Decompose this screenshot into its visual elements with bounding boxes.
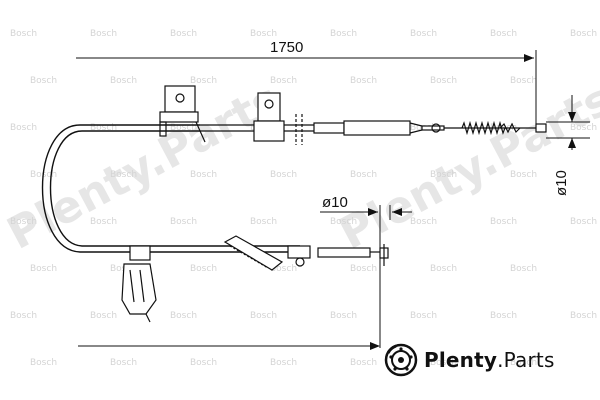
watermark-bosch-48: Bosch (250, 311, 277, 321)
watermark-bosch-22: Bosch (570, 123, 597, 133)
brake-disc-icon (384, 343, 418, 377)
watermark-bosch-38: Bosch (30, 264, 57, 274)
watermark-bosch-17: Bosch (170, 123, 197, 133)
watermark-bosch-9: Bosch (110, 76, 137, 86)
watermark-bosch-30: Bosch (10, 217, 37, 227)
length-label: 1750 (270, 39, 303, 56)
watermark-bosch-57: Bosch (350, 358, 377, 368)
watermark-bosch-31: Bosch (90, 217, 117, 227)
watermark-bosch-2: Bosch (170, 29, 197, 39)
watermark-bosch-55: Bosch (190, 358, 217, 368)
watermark-bosch-25: Bosch (190, 170, 217, 180)
fitting-diameter-dimension (320, 205, 412, 348)
watermark-bosch-41: Bosch (270, 264, 297, 274)
watermark-bosch-50: Bosch (410, 311, 437, 321)
watermark-bosch-58: Bosch (430, 358, 457, 368)
end-diameter-label: ø10 (553, 170, 570, 196)
watermark-bosch-46: Bosch (90, 311, 117, 321)
watermark-bosch-51: Bosch (490, 311, 517, 321)
brand-name: Plenty.Parts (424, 348, 555, 372)
watermark-bosch-52: Bosch (570, 311, 597, 321)
watermark-large: Plenty.Parts Plenty.Parts (0, 74, 600, 260)
watermark-bosch-36: Bosch (490, 217, 517, 227)
watermark-bosch-40: Bosch (190, 264, 217, 274)
watermark-bosch-16: Bosch (90, 123, 117, 133)
watermark-bosch-32: Bosch (170, 217, 197, 227)
fitting-diameter-label: ø10 (322, 194, 348, 211)
watermark-bosch-53: Bosch (30, 358, 57, 368)
length-dimension (76, 50, 537, 125)
watermark-bosch-42: Bosch (350, 264, 377, 274)
watermark-bosch-14: Bosch (510, 76, 537, 86)
watermark-bosch-34: Bosch (330, 217, 357, 227)
watermark-bosch-0: Bosch (10, 29, 37, 39)
watermark-bosch-13: Bosch (430, 76, 457, 86)
watermark-bosch-47: Bosch (170, 311, 197, 321)
brand-name-regular: .Parts (497, 348, 555, 372)
watermark-large-left: Plenty.Parts (0, 74, 289, 260)
watermark-bosch-4: Bosch (330, 29, 357, 39)
watermark-bosch-49: Bosch (330, 311, 357, 321)
watermark-bosch-15: Bosch (10, 123, 37, 133)
watermark-bosch-33: Bosch (250, 217, 277, 227)
brand-name-bold: Plenty (424, 348, 498, 372)
watermark-bosch-11: Bosch (270, 76, 297, 86)
watermark-bosch-54: Bosch (110, 358, 137, 368)
watermark-bosch-56: Bosch (270, 358, 297, 368)
watermark-bosch-43: Bosch (430, 264, 457, 274)
watermark-bosch-37: Bosch (570, 217, 597, 227)
watermark-bosch-26: Bosch (270, 170, 297, 180)
watermark-bosch-27: Bosch (350, 170, 377, 180)
bottom-reference-dimension (78, 342, 380, 350)
cable-body (41, 124, 300, 253)
lower-cable-assembly (121, 235, 389, 323)
watermark-bosch-12: Bosch (350, 76, 377, 86)
watermark-bosch-45: Bosch (10, 311, 37, 321)
watermark-bosch-29: Bosch (510, 170, 537, 180)
watermark-bosch-44: Bosch (510, 264, 537, 274)
watermark-bosch-1: Bosch (90, 29, 117, 39)
watermark-bosch-35: Bosch (410, 217, 437, 227)
watermark-bosch-28: Bosch (430, 170, 457, 180)
watermark-bosch-3: Bosch (250, 29, 277, 39)
watermark-bosch-10: Bosch (190, 76, 217, 86)
brand-logo: Plenty.Parts (384, 342, 555, 378)
watermark-bosch-7: Bosch (570, 29, 597, 39)
upper-cable-assembly (159, 85, 547, 145)
watermark-bosch-59: Bosch (510, 358, 537, 368)
watermark-bosch-5: Bosch (410, 29, 437, 39)
end-diameter-dimension (546, 95, 590, 150)
watermark-large-right: Plenty.Parts (331, 74, 600, 260)
watermark-bosch-24: Bosch (110, 170, 137, 180)
watermark-bosch-8: Bosch (30, 76, 57, 86)
watermark-bosch-6: Bosch (490, 29, 517, 39)
